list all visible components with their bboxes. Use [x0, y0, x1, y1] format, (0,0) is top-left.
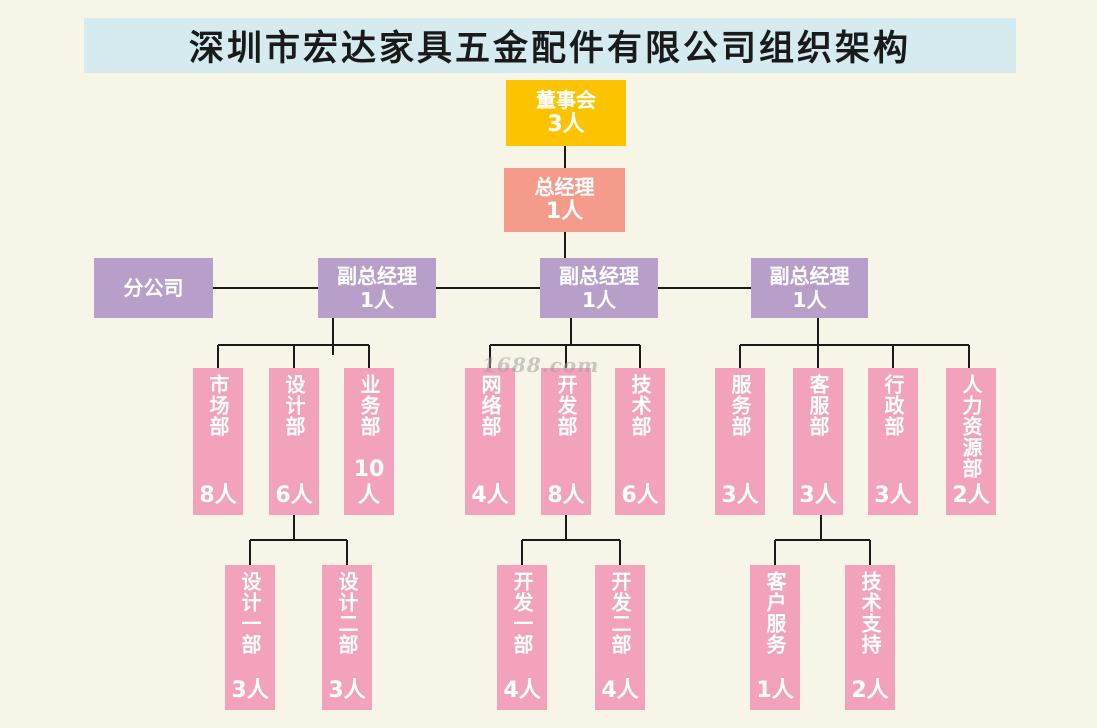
- general-manager-node: 总经理 1人: [504, 168, 625, 232]
- subdept-name: 技术支持: [858, 571, 882, 655]
- subdept-name: 设计一部: [238, 571, 262, 655]
- gm-name: 总经理: [534, 175, 595, 199]
- dept-count: 6人: [621, 483, 659, 508]
- subdept-development-1: 开发一部 4人: [497, 565, 547, 710]
- subdept-customer-service: 客户服务 1人: [750, 565, 800, 710]
- dept-count: 10人: [353, 457, 385, 508]
- dept-count: 4人: [471, 483, 509, 508]
- dept-name: 客服部: [806, 374, 830, 437]
- subdept-tech-support: 技术支持 2人: [845, 565, 895, 710]
- dept-sales: 业务部 10人: [344, 368, 394, 515]
- subdept-count: 2人: [851, 678, 889, 703]
- dept-name: 设计部: [282, 374, 306, 437]
- subdept-name: 设计二部: [335, 571, 359, 655]
- dept-development: 开发部 8人: [541, 368, 591, 515]
- dept-design: 设计部 6人: [269, 368, 319, 515]
- dept-name: 行政部: [881, 374, 905, 437]
- branch-office-node: 分公司: [94, 258, 213, 318]
- vp-node-1: 副总经理 1人: [318, 258, 436, 318]
- vp-name: 副总经理: [559, 264, 639, 288]
- dept-administration: 行政部 3人: [868, 368, 918, 515]
- dept-name: 开发部: [554, 374, 578, 437]
- dept-network: 网络部 4人: [465, 368, 515, 515]
- subdept-design-2: 设计二部 3人: [322, 565, 372, 710]
- dept-marketing: 市场部 8人: [193, 368, 243, 515]
- dept-count: 3人: [721, 483, 759, 508]
- branch-name: 分公司: [123, 276, 184, 300]
- vp-count: 1人: [360, 288, 394, 312]
- board-name: 董事会: [536, 88, 596, 112]
- subdept-name: 开发二部: [608, 571, 632, 655]
- board-count: 3人: [547, 112, 585, 137]
- dept-name: 网络部: [478, 374, 502, 437]
- vp-count: 1人: [582, 288, 616, 312]
- dept-name: 服务部: [728, 374, 752, 437]
- vp-name: 副总经理: [337, 264, 417, 288]
- subdept-count: 1人: [756, 678, 794, 703]
- dept-count: 3人: [799, 483, 837, 508]
- subdept-development-2: 开发二部 4人: [595, 565, 645, 710]
- dept-technology: 技术部 6人: [615, 368, 665, 515]
- dept-human-resources: 人力资源部 2人: [946, 368, 996, 515]
- subdept-count: 3人: [328, 678, 366, 703]
- vp-node-3: 副总经理 1人: [751, 258, 868, 318]
- watermark-text: 1688.com: [482, 353, 600, 377]
- dept-count: 8人: [199, 483, 237, 508]
- vp-count: 1人: [792, 288, 827, 312]
- chart-title: 深圳市宏达家具五金配件有限公司组织架构: [84, 18, 1016, 73]
- gm-count: 1人: [545, 199, 584, 224]
- dept-count: 8人: [547, 483, 585, 508]
- dept-count: 2人: [952, 483, 990, 508]
- dept-count: 6人: [275, 483, 313, 508]
- vp-name: 副总经理: [769, 264, 850, 288]
- dept-name: 人力资源部: [959, 374, 983, 479]
- subdept-count: 3人: [231, 678, 269, 703]
- vp-node-2: 副总经理 1人: [540, 258, 658, 318]
- subdept-design-1: 设计一部 3人: [225, 565, 275, 710]
- subdept-count: 4人: [601, 678, 639, 703]
- dept-name: 业务部: [357, 374, 381, 437]
- subdept-count: 4人: [503, 678, 541, 703]
- subdept-name: 客户服务: [763, 571, 787, 655]
- dept-count: 3人: [874, 483, 912, 508]
- dept-service: 服务部 3人: [715, 368, 765, 515]
- board-node: 董事会 3人: [506, 80, 626, 146]
- dept-name: 技术部: [628, 374, 652, 437]
- dept-customer-service: 客服部 3人: [793, 368, 843, 515]
- dept-name: 市场部: [206, 374, 230, 437]
- subdept-name: 开发一部: [510, 571, 534, 655]
